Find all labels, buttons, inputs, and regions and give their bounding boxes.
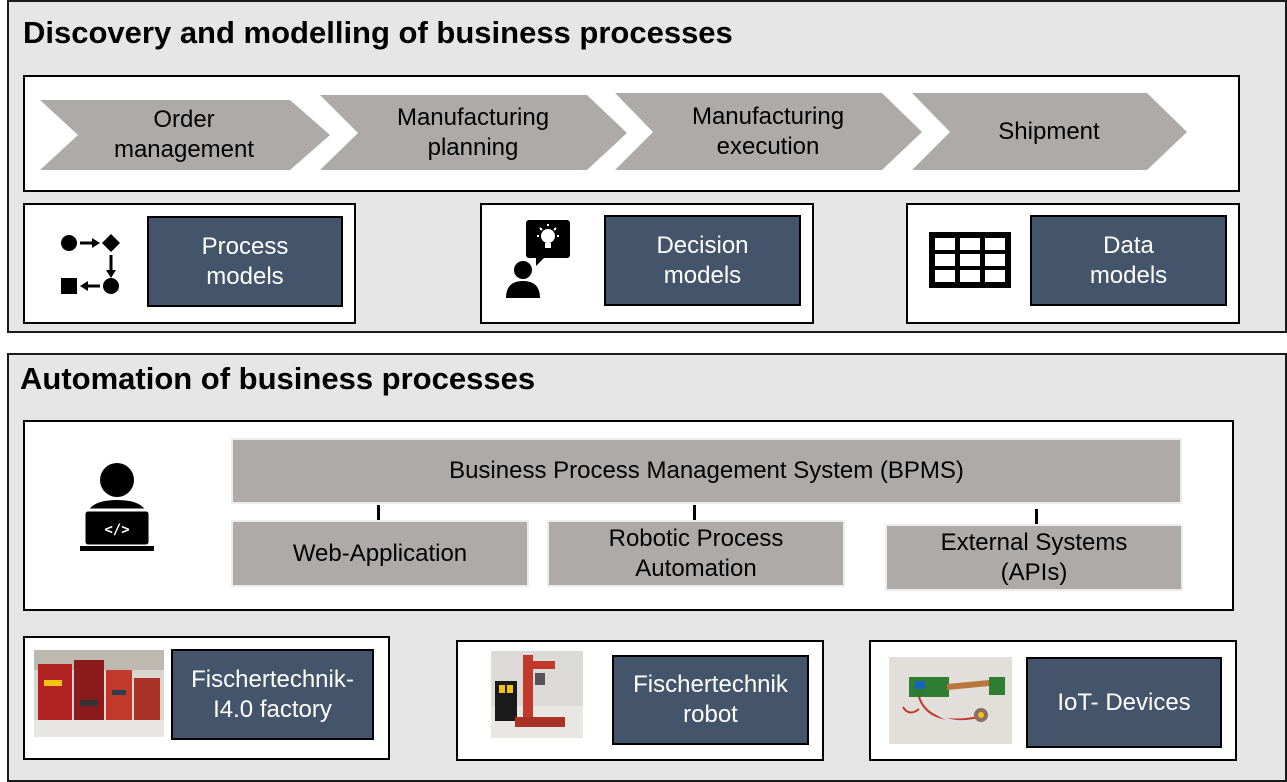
table-grid-icon [929,232,1011,288]
factory-photo [34,650,164,737]
robot-photo [491,651,583,738]
process-flow-icon [61,234,120,294]
chevron-order-management [40,100,330,170]
connector-rpa [693,505,696,521]
chevron-shipment [912,93,1187,170]
web-application-box: Web-Application [231,520,529,587]
factory-box: Fischertechnik- I4.0 factory [171,649,374,740]
chevron-manufacturing-execution [615,93,922,170]
robot-box: Fischertechnik robot [612,655,809,745]
process-chevrons [40,93,1187,170]
bpms-box: Business Process Management System (BPMS… [231,438,1182,504]
step-manufacturing-planning: Manufacturing planning [396,103,550,161]
connector-web [377,505,380,521]
iot-box: IoT- Devices [1026,657,1222,748]
developer-laptop-icon: </> [80,463,154,551]
automation-title: Automation of business processes [20,361,536,396]
svg-text:</>: </> [104,522,129,538]
external-systems-box: External Systems (APIs) [885,524,1183,591]
decision-models-box: Decision models [604,215,801,306]
step-manufacturing-execution: Manufacturing execution [691,102,845,160]
process-models-box: Process models [147,216,343,307]
iot-photo [889,657,1012,744]
discovery-title: Discovery and modelling of business proc… [23,15,733,50]
person-idea-icon [506,220,570,298]
data-models-box: Data models [1030,215,1227,306]
step-shipment: Shipment [998,117,1100,145]
chevron-manufacturing-planning [320,95,627,170]
connector-apis [1035,509,1038,525]
step-order-management: Order management [113,106,255,163]
rpa-box: Robotic Process Automation [547,520,845,587]
